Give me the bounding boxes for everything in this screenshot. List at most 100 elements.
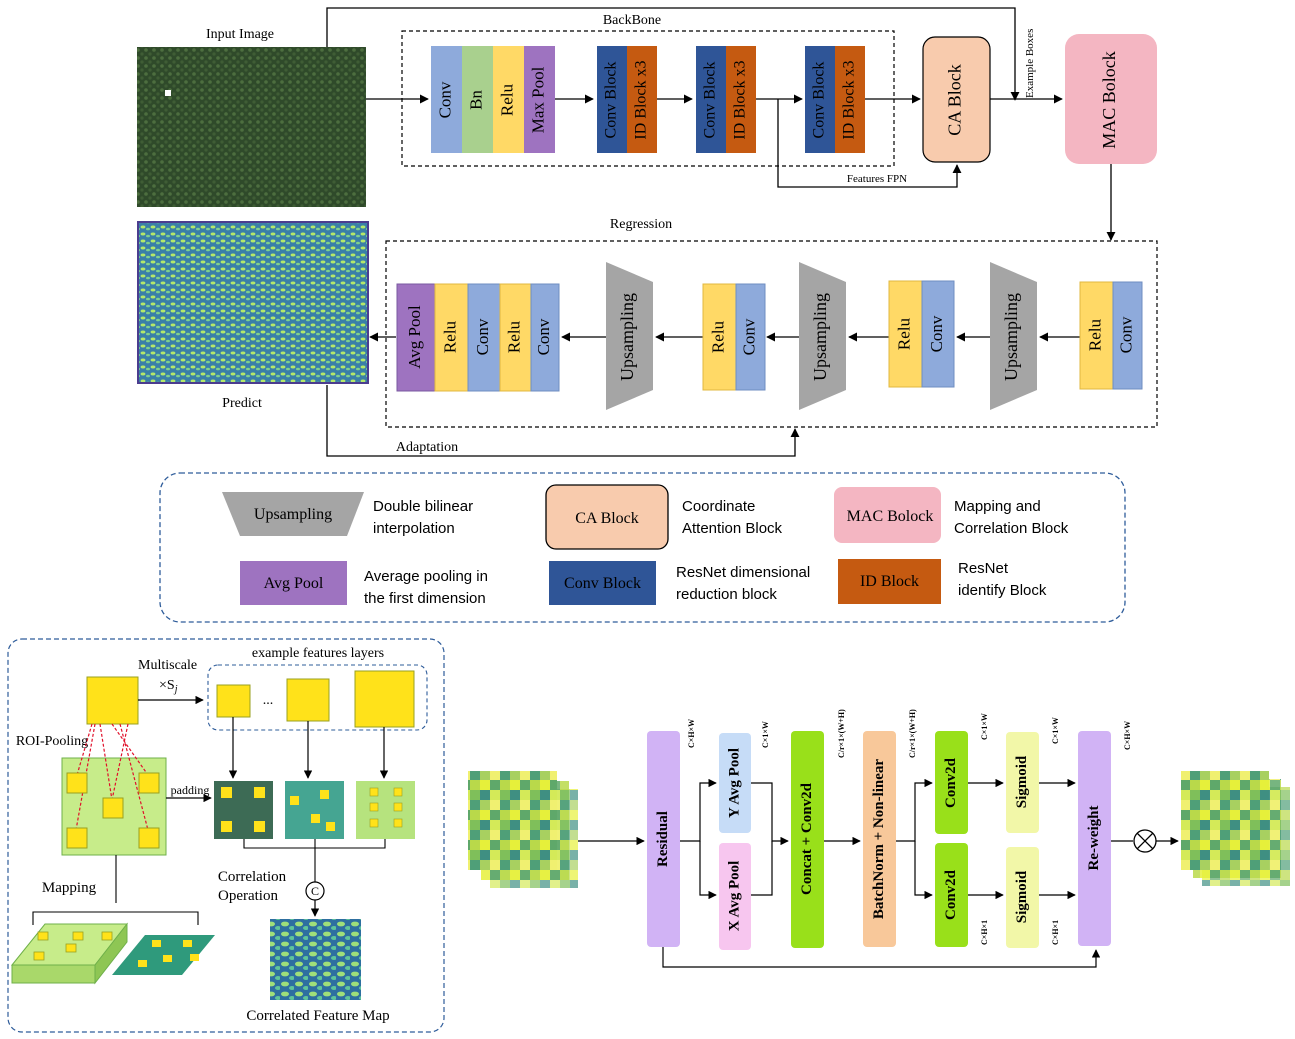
reg-conv-block-1: Conv bbox=[467, 283, 501, 392]
stage2-id-block: ID Block x3 bbox=[726, 46, 756, 153]
legend-mac-desc-2: Correlation Block bbox=[954, 520, 1069, 537]
svg-text:Bn: Bn bbox=[466, 90, 485, 110]
svg-text:Avg Pool: Avg Pool bbox=[264, 575, 324, 592]
reweight-block: Re-weight bbox=[1078, 731, 1111, 946]
legend-idblock-desc-2: identify Block bbox=[958, 582, 1047, 599]
features-fpn-arrow bbox=[777, 99, 962, 188]
bn-to-conv-bottom-arrow bbox=[914, 841, 933, 900]
sigmoid-top-block: Sigmoid bbox=[1006, 732, 1039, 833]
features-fpn-label: Features FPN bbox=[847, 173, 907, 185]
ca-output-stack bbox=[1181, 771, 1290, 886]
regression-label: Regression bbox=[610, 217, 672, 232]
stem-conv-block: Conv bbox=[431, 46, 462, 153]
regression-frame bbox=[385, 240, 1158, 428]
svg-text:Conv2d: Conv2d bbox=[943, 869, 959, 920]
x-pool-to-concat-line bbox=[751, 841, 773, 896]
reg-avgpool-block: Avg Pool bbox=[396, 283, 436, 392]
upsampling-block-1: Upsampling bbox=[606, 262, 653, 410]
corr-map-2 bbox=[285, 781, 344, 839]
input-image-label: Input Image bbox=[206, 27, 274, 42]
svg-text:Conv: Conv bbox=[473, 318, 492, 355]
stage3-id-block: ID Block x3 bbox=[835, 46, 865, 153]
stage1-conv-block: Conv Block bbox=[597, 46, 627, 153]
stage2-conv-block: Conv Block bbox=[696, 46, 726, 153]
stage1-id-block: ID Block x3 bbox=[627, 46, 657, 153]
svg-text:Upsampling: Upsampling bbox=[254, 506, 332, 523]
legend-avgpool-swatch: Avg Pool bbox=[240, 561, 347, 605]
svg-text:Conv: Conv bbox=[435, 81, 454, 118]
dim-bn: C/r×1×(W+H) bbox=[908, 709, 917, 758]
svg-text:Upsampling: Upsampling bbox=[810, 293, 830, 381]
legend-frame bbox=[159, 472, 1126, 623]
example-layers-label: example features layers bbox=[252, 646, 384, 661]
reg-conv-block-3: Conv bbox=[735, 283, 766, 391]
reg-conv-block-5: Conv bbox=[1112, 281, 1143, 390]
dim-conv2d-bottom: C×H×1 bbox=[980, 920, 989, 945]
reg-relu-block-2: Relu bbox=[499, 283, 532, 392]
svg-text:Upsampling: Upsampling bbox=[1001, 293, 1021, 381]
svg-text:CA Block: CA Block bbox=[945, 64, 965, 136]
dim-y-pool: C×1×W bbox=[761, 721, 770, 748]
svg-text:Upsampling: Upsampling bbox=[617, 293, 637, 381]
residual-skip-arrow bbox=[662, 947, 1101, 968]
mapping-brace bbox=[32, 855, 199, 925]
predict-map-border bbox=[137, 221, 369, 384]
input-image-marker bbox=[165, 90, 171, 96]
svg-text:BatchNorm + Non-linear: BatchNorm + Non-linear bbox=[871, 759, 887, 920]
legend-convblock-desc-1: ResNet dimensional bbox=[676, 564, 810, 581]
conv2d-bottom-block: Conv2d bbox=[935, 843, 968, 947]
scale-label: ×Sj bbox=[159, 678, 178, 695]
svg-text:ID Block x3: ID Block x3 bbox=[633, 60, 650, 139]
svg-text:Conv: Conv bbox=[927, 315, 946, 352]
mac-block: MAC Bolock bbox=[1065, 34, 1157, 164]
stem-bn-block: Bn bbox=[462, 46, 493, 153]
legend-upsampling-desc-1: Double bilinear bbox=[373, 498, 473, 515]
multiply-icon bbox=[1133, 829, 1157, 853]
conv2d-top-block: Conv2d bbox=[935, 731, 968, 834]
legend-mac-swatch: MAC Bolock bbox=[834, 487, 941, 543]
legend-convblock-swatch: Conv Block bbox=[549, 561, 656, 605]
svg-text:Avg Pool: Avg Pool bbox=[405, 305, 424, 369]
example-layers-ellipsis: ... bbox=[263, 693, 274, 708]
reg-relu-block-4: Relu bbox=[888, 280, 923, 388]
svg-text:Sigmoid: Sigmoid bbox=[1014, 870, 1030, 923]
mapping-3d-slab bbox=[10, 922, 129, 985]
dim-residual: C×H×W bbox=[687, 719, 696, 748]
adaptation-arrow bbox=[326, 385, 800, 457]
svg-text:ID Block x3: ID Block x3 bbox=[732, 60, 749, 139]
y-avg-pool-block: Y Avg Pool bbox=[719, 733, 751, 833]
input-aerial-image bbox=[137, 47, 366, 207]
svg-text:Relu: Relu bbox=[894, 317, 913, 350]
svg-text:Residual: Residual bbox=[655, 811, 671, 867]
mac-detail-frame bbox=[7, 638, 445, 1033]
example-boxes-label: Example Boxes bbox=[1024, 29, 1036, 98]
legend-avgpool-desc-2: the first dimension bbox=[364, 590, 486, 607]
multiscale-label: Multiscale bbox=[138, 658, 197, 673]
corr-map-3-boxes bbox=[369, 787, 403, 828]
correlation-label-1: Correlation bbox=[218, 869, 287, 885]
svg-text:Conv Block: Conv Block bbox=[702, 62, 719, 139]
svg-text:Conv Block: Conv Block bbox=[603, 62, 620, 139]
svg-text:MAC Bolock: MAC Bolock bbox=[847, 508, 934, 525]
stem-maxpool-block: Max Pool bbox=[524, 46, 555, 153]
svg-text:Conv: Conv bbox=[534, 318, 553, 355]
bn-nonlinear-block: BatchNorm + Non-linear bbox=[863, 731, 896, 947]
predict-density-map bbox=[138, 222, 368, 383]
legend-convblock-desc-2: reduction block bbox=[676, 586, 777, 603]
residual-to-y-pool-arrow bbox=[680, 778, 717, 842]
svg-text:MAC Bolock: MAC Bolock bbox=[1099, 51, 1119, 149]
dim-concat: C/r×1×(W+H) bbox=[837, 709, 846, 758]
dim-conv2d-top: C×1×W bbox=[980, 713, 989, 740]
legend-ca-desc-2: Attention Block bbox=[682, 520, 783, 537]
svg-text:Y Avg Pool: Y Avg Pool bbox=[726, 748, 742, 818]
roi-pooling-lines bbox=[75, 723, 149, 831]
padding-label: padding bbox=[171, 783, 210, 797]
concat-conv-block: Concat + Conv2d bbox=[791, 731, 824, 948]
svg-text:Re-weight: Re-weight bbox=[1086, 806, 1102, 871]
stem-relu-block: Relu bbox=[493, 46, 524, 153]
svg-text:Relu: Relu bbox=[504, 320, 523, 353]
reg-conv-block-2: Conv bbox=[530, 283, 560, 392]
legend-idblock-swatch: ID Block bbox=[838, 559, 941, 604]
corr-map-2-boxes bbox=[290, 790, 335, 831]
